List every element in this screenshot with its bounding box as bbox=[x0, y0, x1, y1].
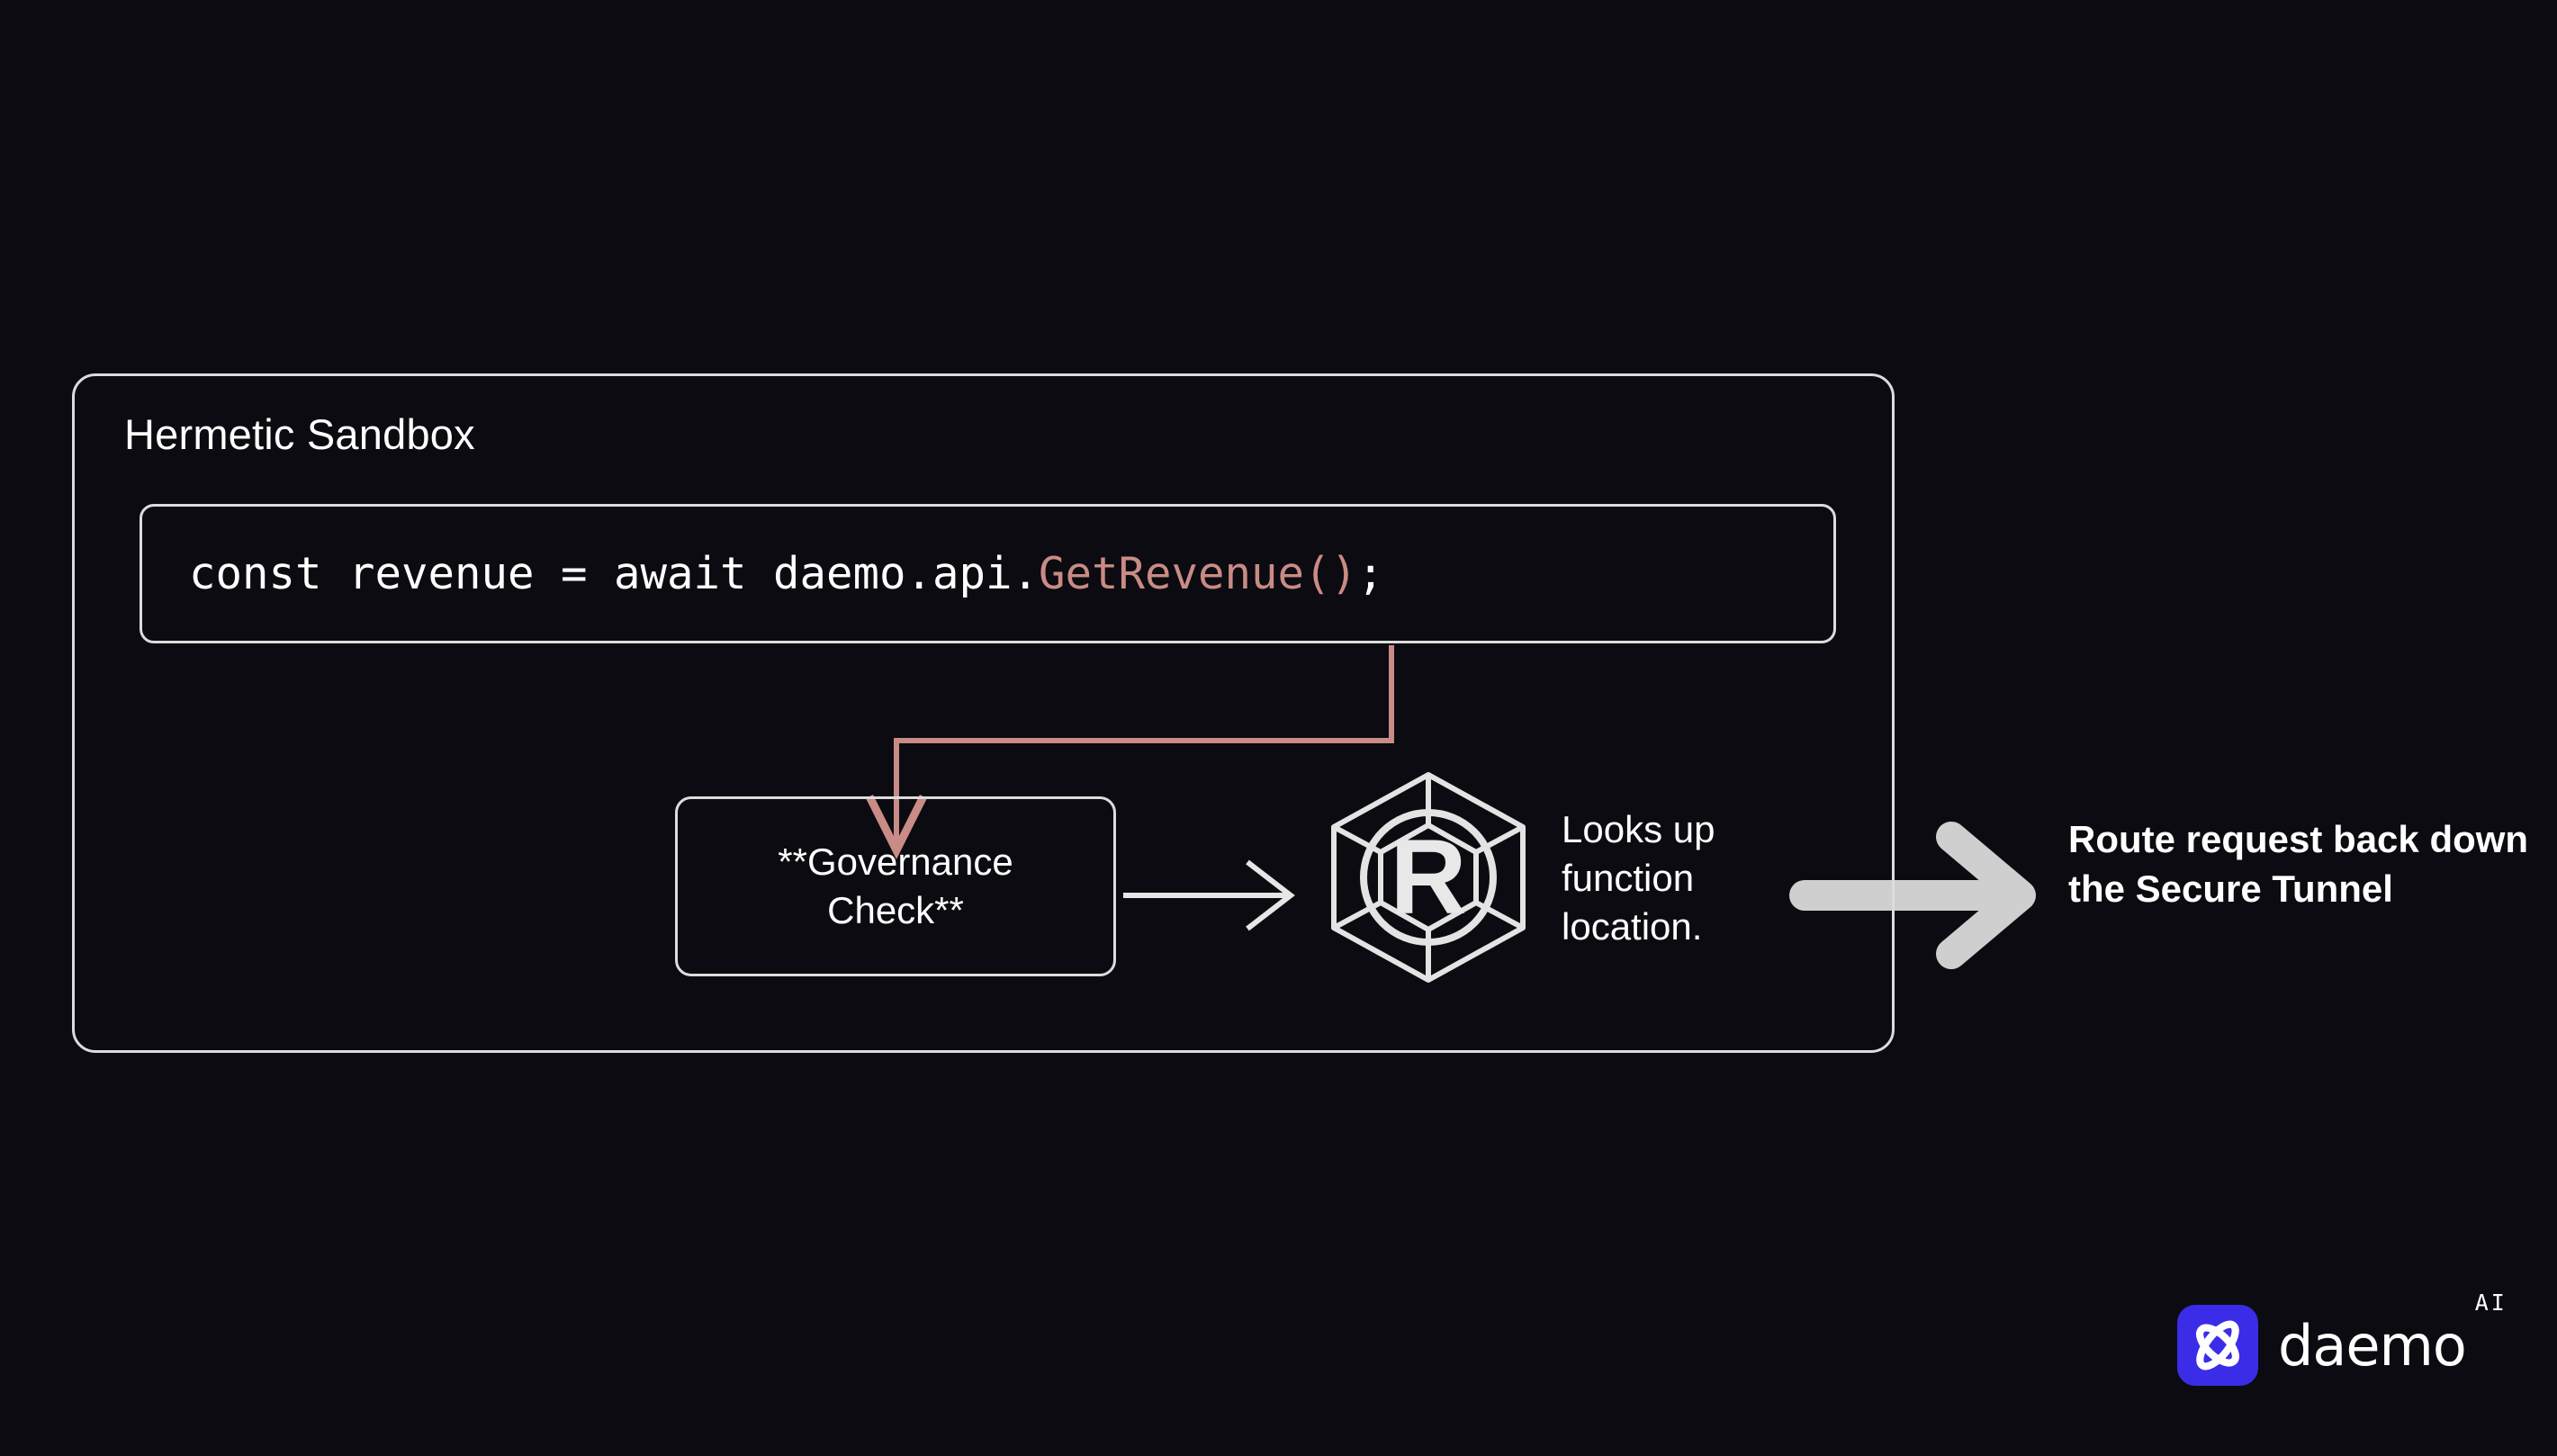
code-block: const revenue = await daemo.api.GetReven… bbox=[140, 504, 1836, 643]
route-caption: Route request back down the Secure Tunne… bbox=[2068, 818, 2529, 911]
governance-line-1: **Governance bbox=[778, 840, 1013, 884]
brand-superscript: AI bbox=[2474, 1289, 2507, 1316]
code-line: const revenue = await daemo.api.GetReven… bbox=[142, 548, 1384, 599]
brand-word-text: daemo bbox=[2278, 1312, 2467, 1379]
brand-logo: daemo AI bbox=[2177, 1290, 2505, 1386]
daemo-x-loops-icon bbox=[2177, 1305, 2258, 1386]
code-suffix: ; bbox=[1357, 548, 1384, 599]
governance-check-label: **Governance Check** bbox=[763, 838, 1028, 935]
lookup-caption: Looks up function location. bbox=[1562, 808, 1715, 948]
brand-wordmark: daemo AI bbox=[2278, 1290, 2505, 1379]
governance-check-box: **Governance Check** bbox=[675, 796, 1116, 976]
code-prefix: const revenue = await daemo.api. bbox=[189, 548, 1040, 599]
hermetic-sandbox-container bbox=[72, 373, 1895, 1053]
registry-icon-letter: R bbox=[1390, 818, 1466, 937]
code-api-call: GetRevenue() bbox=[1039, 548, 1358, 599]
sandbox-title: Hermetic Sandbox bbox=[124, 410, 475, 458]
registry-hexagon-r-icon: R bbox=[1323, 769, 1535, 985]
governance-line-2: Check** bbox=[827, 889, 964, 931]
